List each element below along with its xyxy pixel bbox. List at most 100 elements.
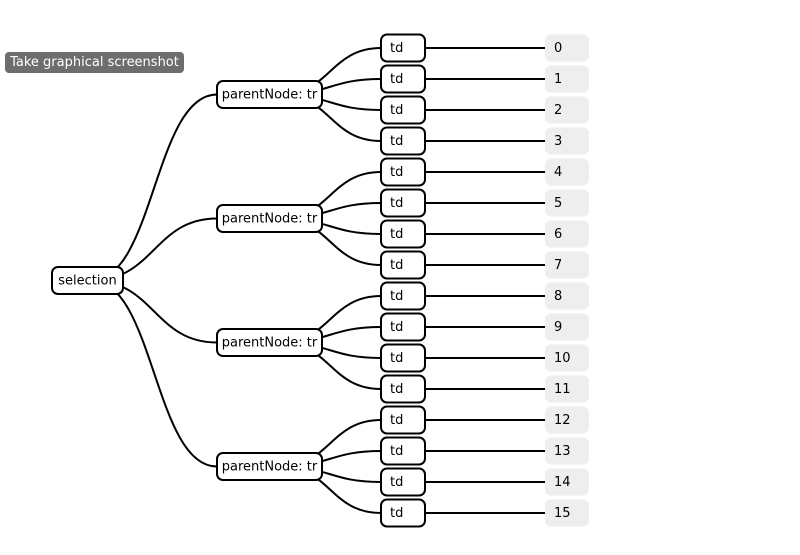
td-node-label: td [390, 227, 403, 242]
td-node-label: td [390, 196, 403, 211]
value-node-label: 4 [554, 165, 562, 180]
value-node: 0 [545, 34, 589, 62]
td-node: td [380, 157, 426, 187]
parent-node-tr-box [216, 204, 323, 233]
value-node-box [545, 468, 589, 496]
td-node-label: td [390, 289, 403, 304]
tree-links [91, 47, 545, 514]
value-node: 7 [545, 251, 589, 279]
parent-node-tr: parentNode: tr [216, 452, 323, 481]
parent-node-tr: parentNode: tr [216, 80, 323, 109]
value-node-box [545, 437, 589, 465]
td-node: td [380, 188, 426, 218]
td-node: td [380, 219, 426, 249]
td-node: td [380, 95, 426, 125]
value-node: 14 [545, 468, 589, 496]
td-node-box [380, 219, 426, 249]
value-node-box [545, 158, 589, 186]
td-node-box [380, 343, 426, 373]
value-node: 15 [545, 499, 589, 527]
td-node-label: td [390, 103, 403, 118]
td-node-box [380, 405, 426, 435]
value-node-box [545, 127, 589, 155]
td-node-box [380, 64, 426, 94]
parent-node-tr: parentNode: tr [216, 328, 323, 357]
td-node-box [380, 250, 426, 280]
root-to-group-link [91, 279, 218, 468]
td-node: td [380, 374, 426, 404]
value-node-label: 11 [554, 382, 571, 397]
td-node: td [380, 436, 426, 466]
value-node-box [545, 251, 589, 279]
value-node: 12 [545, 406, 589, 434]
value-node: 11 [545, 375, 589, 403]
td-node-label: td [390, 444, 403, 459]
td-node: td [380, 498, 426, 528]
td-node: td [380, 281, 426, 311]
td-node-box [380, 95, 426, 125]
parent-node-tr-label: parentNode: tr [222, 460, 318, 475]
value-node-box [545, 65, 589, 93]
value-node-box [545, 375, 589, 403]
value-node-label: 2 [554, 103, 562, 118]
value-node: 4 [545, 158, 589, 186]
td-node-box [380, 312, 426, 342]
value-node-label: 14 [554, 475, 571, 490]
parent-node-tr-label: parentNode: tr [222, 336, 318, 351]
selection-root-node-label: selection [58, 274, 116, 289]
td-node: td [380, 33, 426, 63]
parent-node-tr-box [216, 452, 323, 481]
td-node: td [380, 64, 426, 94]
td-node-box [380, 188, 426, 218]
root-to-group-link [91, 93, 218, 282]
value-node: 9 [545, 313, 589, 341]
td-node-label: td [390, 72, 403, 87]
td-node-box [380, 467, 426, 497]
value-node-label: 6 [554, 227, 562, 242]
td-node-box [380, 374, 426, 404]
value-node-label: 0 [554, 41, 562, 56]
parent-node-tr-box [216, 80, 323, 109]
value-node-box [545, 220, 589, 248]
td-node: td [380, 467, 426, 497]
td-node: td [380, 250, 426, 280]
value-node-box [545, 344, 589, 372]
value-node-label: 10 [554, 351, 571, 366]
td-node-label: td [390, 320, 403, 335]
value-node-label: 3 [554, 134, 562, 149]
value-node: 1 [545, 65, 589, 93]
td-node-label: td [390, 382, 403, 397]
value-node: 2 [545, 96, 589, 124]
td-node-label: td [390, 506, 403, 521]
td-node-label: td [390, 165, 403, 180]
td-node: td [380, 343, 426, 373]
value-node-box [545, 406, 589, 434]
td-node-label: td [390, 413, 403, 428]
td-node-box [380, 126, 426, 156]
parent-node-tr-box [216, 328, 323, 357]
td-node-box [380, 33, 426, 63]
value-node-label: 7 [554, 258, 562, 273]
td-node: td [380, 405, 426, 435]
td-node-label: td [390, 475, 403, 490]
parent-node-tr-label: parentNode: tr [222, 212, 318, 227]
td-node: td [380, 312, 426, 342]
td-node-box [380, 281, 426, 311]
value-node: 10 [545, 344, 589, 372]
td-node-label: td [390, 41, 403, 56]
parent-node-tr-label: parentNode: tr [222, 88, 318, 103]
value-node-label: 15 [554, 506, 571, 521]
selection-root-node-box [51, 266, 124, 295]
value-node-label: 9 [554, 320, 562, 335]
value-node-box [545, 189, 589, 217]
td-node: td [380, 126, 426, 156]
value-node-box [545, 96, 589, 124]
take-screenshot-button[interactable]: Take graphical screenshot [5, 52, 184, 73]
parent-node-tr: parentNode: tr [216, 204, 323, 233]
value-node-label: 12 [554, 413, 571, 428]
value-node: 8 [545, 282, 589, 310]
value-node: 6 [545, 220, 589, 248]
value-node-label: 8 [554, 289, 562, 304]
